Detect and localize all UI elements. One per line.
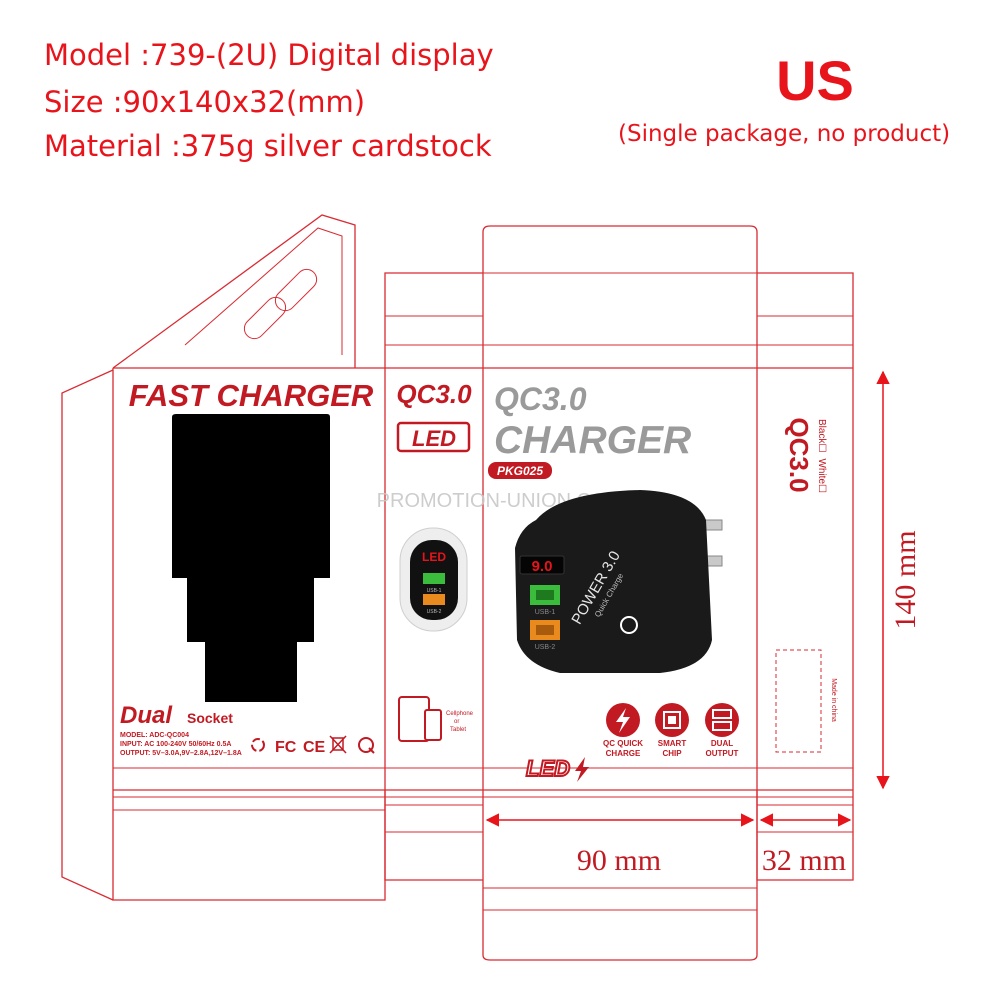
ce-mark: CE xyxy=(303,739,326,756)
feature-label-dual-2: OUTPUT xyxy=(706,749,739,758)
front-title: FAST CHARGER xyxy=(129,378,374,413)
dual-label: Dual xyxy=(120,702,173,729)
chip-icon xyxy=(663,711,681,729)
dieline-outline xyxy=(61,214,854,961)
front-panel: FAST CHARGER Dual Socket MODEL: ADC-QC00… xyxy=(120,378,375,757)
dimension-height: 140 mm xyxy=(876,370,922,790)
black-checkbox: ☐ xyxy=(816,443,827,452)
height-label: 140 mm xyxy=(889,530,922,629)
white-checkbox: ☐ xyxy=(816,484,827,493)
right-white: White xyxy=(816,458,827,484)
dimension-depth: 32 mm xyxy=(759,813,852,877)
tablet-phone-icon xyxy=(398,696,442,742)
side-port-1: USB-1 xyxy=(427,588,442,594)
device-label-1: Cellphone xyxy=(446,711,474,717)
side-led: LED xyxy=(412,426,456,451)
barcode-placeholder xyxy=(775,649,822,753)
main-panel: QC3.0 CHARGER PKG025 PROMOTION-UNION.COM… xyxy=(377,381,739,782)
weee-bin-icon xyxy=(329,735,347,754)
recycle-icon xyxy=(251,738,265,752)
model-line: MODEL: ADC-QC004 xyxy=(120,732,189,739)
svg-text:Black☐White☐: Black☐White☐ xyxy=(816,419,827,493)
device-label-3: Tablet xyxy=(450,727,466,733)
output-line: OUTPUT: 5V–3.0A,9V–2.8A,12V–1.8A xyxy=(120,750,242,757)
side-qc: QC3.0 xyxy=(396,379,472,409)
charger-port-1: USB-1 xyxy=(535,609,556,616)
side-led-box xyxy=(396,421,471,453)
main-title-qc: QC3.0 xyxy=(494,381,587,417)
svg-text:LED: LED xyxy=(526,756,570,781)
side-port-2: USB-2 xyxy=(427,609,442,615)
feature-dual: DUAL OUTPUT xyxy=(705,703,739,758)
material-spec: Material :375g silver cardstock xyxy=(44,129,492,163)
model-spec: Model :739-(2U) Digital display xyxy=(44,38,494,72)
region-label: US xyxy=(776,49,854,112)
region-note: (Single package, no product) xyxy=(618,121,951,147)
led-lightning-icon xyxy=(575,757,589,782)
feature-label-dual-1: DUAL xyxy=(711,739,733,748)
right-black: Black xyxy=(816,419,827,444)
charger-led-digits: 9.0 xyxy=(532,558,553,575)
pkg-badge xyxy=(488,462,552,479)
right-qc: QC3.0 xyxy=(784,417,814,492)
side-charger-image: LED USB-1 USB-2 xyxy=(399,527,468,632)
right-panel: QC3.0 Black☐White☐ Made in china xyxy=(775,417,837,753)
feature-chip: SMART CHIP xyxy=(655,703,689,758)
main-title-charger: CHARGER xyxy=(494,419,691,462)
feature-qc: QC QUICK CHARGE xyxy=(603,703,643,758)
side-panel: QC3.0 LED LED USB-1 USB-2 Cellphone or T… xyxy=(396,379,474,742)
feature-label-qc-1: QC QUICK xyxy=(603,739,643,748)
led-logo: LED xyxy=(525,755,589,782)
depth-label: 32 mm xyxy=(762,844,846,877)
qc-certification-icon xyxy=(358,737,375,754)
device-label-2: or xyxy=(454,719,459,725)
dimension-width: 90 mm xyxy=(485,813,755,877)
svg-text:LED: LED xyxy=(422,550,446,564)
width-label: 90 mm xyxy=(577,844,661,877)
made-in-china: Made in china xyxy=(830,678,837,722)
feature-label-qc-2: CHARGE xyxy=(606,749,641,758)
pkg-badge-text: PKG025 xyxy=(497,464,543,478)
feature-label-chip-1: SMART xyxy=(658,739,687,748)
feature-label-chip-2: CHIP xyxy=(662,749,682,758)
charger-port-2: USB-2 xyxy=(535,644,556,651)
lightning-icon xyxy=(616,708,630,733)
charger-product-image: 9.0 USB-1 USB-2 POWER 3.0 Quick Charge xyxy=(515,490,723,673)
socket-label: Socket xyxy=(187,710,233,726)
input-line: INPUT: AC 100-240V 50/60Hz 0.5A xyxy=(120,741,231,748)
fcc-mark: FC xyxy=(275,739,297,756)
size-spec: Size :90x140x32(mm) xyxy=(44,85,366,119)
usb-ports-icon xyxy=(712,709,732,731)
charger-silhouette xyxy=(172,414,330,702)
